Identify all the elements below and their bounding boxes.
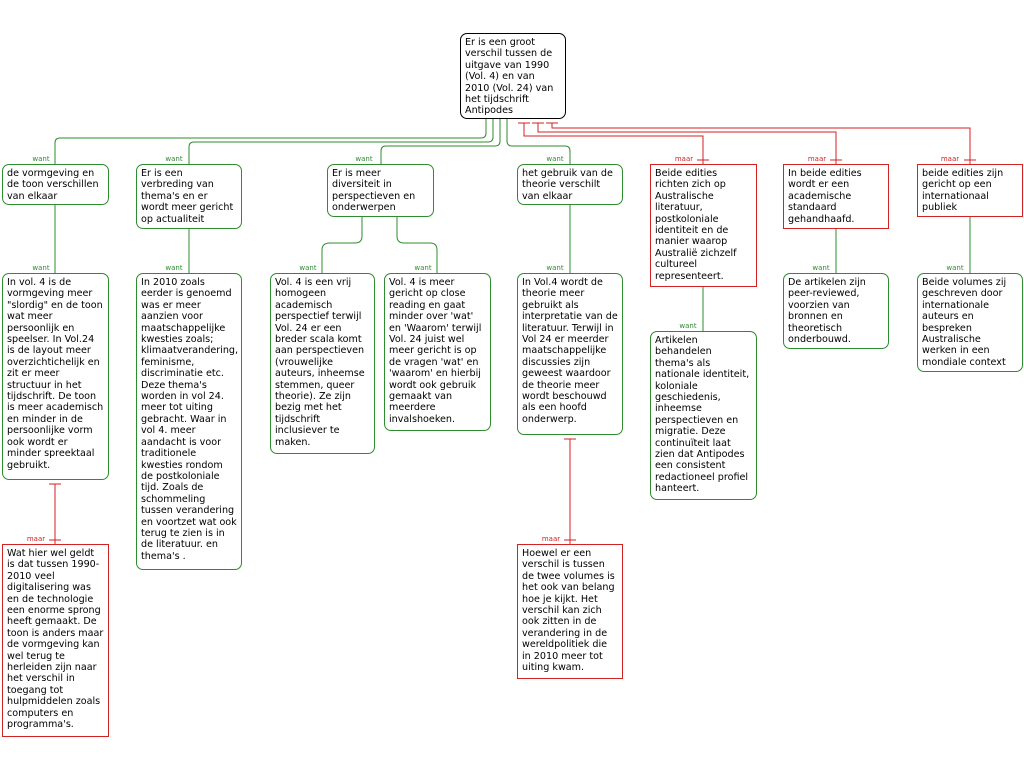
main-contention[interactable]: Er is een groot verschil tussen de uitga…: [460, 33, 566, 119]
link-r3-r3b: [396, 217, 438, 273]
objection-academische-standaard-evidence[interactable]: De artikelen zijn peer-reviewed, voorzie…: [783, 273, 889, 349]
link-root-o3: [551, 123, 971, 164]
link-root-r1: [54, 119, 487, 164]
link-r3-r3a: [321, 217, 363, 273]
maar-label: maar: [807, 155, 827, 163]
want-label: want: [165, 264, 183, 272]
objection-wereldpolitiek[interactable]: Hoewel er een verschil is tussen de twee…: [517, 544, 623, 679]
link-root-r3: [380, 119, 501, 164]
reason-diversiteit-evidence-close-reading[interactable]: Vol. 4 is meer gericht op close reading …: [384, 273, 491, 431]
objection-academische-standaard[interactable]: In beide edities wordt er een academisch…: [783, 164, 889, 229]
want-label: want: [32, 155, 50, 163]
maar-label: maar: [674, 155, 694, 163]
maar-label: maar: [26, 535, 46, 543]
want-label: want: [355, 155, 373, 163]
want-label: want: [812, 264, 830, 272]
objection-internationaal-publiek[interactable]: beide edities zijn gericht op een intern…: [917, 164, 1023, 217]
want-label: want: [414, 264, 432, 272]
link-root-r2: [188, 119, 494, 164]
link-root-o1: [523, 123, 704, 164]
objection-australische-literatuur[interactable]: Beide edities richten zich op Australisc…: [650, 164, 757, 287]
reason-verbreding-themas-evidence[interactable]: In 2010 zoals eerder is genoemd was er m…: [136, 273, 242, 570]
objection-internationaal-publiek-evidence[interactable]: Beide volumes zij geschreven door intern…: [917, 273, 1023, 372]
maar-label: maar: [940, 155, 960, 163]
reason-vormgeving-toon-evidence[interactable]: In vol. 4 is de vormgeving meer "slordig…: [2, 273, 109, 480]
want-label: want: [32, 264, 50, 272]
want-label: want: [546, 264, 564, 272]
reason-vormgeving-toon[interactable]: de vormgeving en de toon verschillen van…: [2, 164, 109, 205]
reason-diversiteit[interactable]: Er is meer diversiteit in perspectieven …: [327, 164, 434, 217]
reason-verbreding-themas[interactable]: Er is een verbreding van thema's en er w…: [136, 164, 242, 229]
want-label: want: [299, 264, 317, 272]
reason-theorie-evidence[interactable]: In Vol.4 wordt de theorie meer gebruikt …: [517, 273, 623, 435]
reason-diversiteit-evidence-perspectief[interactable]: Vol. 4 is een vrij homogeen academisch p…: [270, 273, 375, 454]
reason-theorie[interactable]: het gebruik van de theorie verschilt van…: [517, 164, 623, 205]
link-root-r4: [506, 119, 571, 164]
link-root-o2: [537, 123, 837, 164]
want-label: want: [679, 322, 697, 330]
want-label: want: [946, 264, 964, 272]
maar-label: maar: [541, 535, 561, 543]
want-label: want: [546, 155, 564, 163]
want-label: want: [165, 155, 183, 163]
objection-digitalisering[interactable]: Wat hier wel geldt is dat tussen 1990-20…: [2, 544, 109, 737]
objection-australische-literatuur-evidence[interactable]: Artikelen behandelen thema's als nationa…: [650, 331, 757, 500]
